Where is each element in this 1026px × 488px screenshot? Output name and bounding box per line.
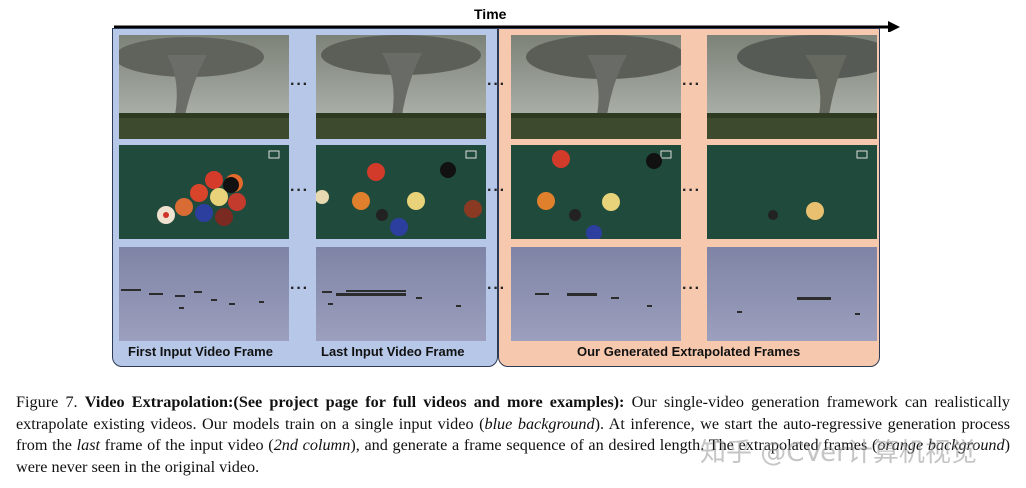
tornado-frame-last [316,35,486,139]
ellipsis: ··· [290,280,309,297]
caption-orange-bg: orange background [877,436,1005,454]
time-arrow-icon [114,21,900,32]
caption-text: ). At inference, we start the auto-regre… [16,414,1010,455]
billiards-frame-generated-2 [707,145,877,249]
generated-frames-label: Our Generated Extrapolated Frames [577,344,801,359]
field-frame-first [119,247,289,351]
ellipsis: ··· [487,182,506,199]
billiards-frame-last [316,145,486,249]
caption-column: 2nd column [273,436,351,454]
ellipsis: ··· [290,76,309,93]
ellipsis: ··· [682,76,701,93]
ellipsis: ··· [487,76,506,93]
ellipsis: ··· [682,280,701,297]
caption-blue-bg: blue background [484,414,595,433]
billiards-frame-generated-1 [511,145,681,249]
ellipsis: ··· [682,182,701,199]
field-frame-last [316,247,486,351]
caption-last: last [76,436,100,454]
first-input-label: First Input Video Frame [128,344,273,359]
figure-caption: Figure 7. Video Extrapolation:(See proje… [16,392,1010,478]
tornado-frame-generated-1 [511,35,681,139]
figure-area: Time [112,6,900,367]
time-label: Time [474,6,507,22]
field-frame-generated-1 [511,247,681,351]
ellipsis: ··· [290,182,309,199]
caption-prefix: Figure 7. [16,393,85,411]
last-input-label: Last Input Video Frame [321,344,465,359]
caption-text: ) were never seen in the original video. [16,436,1010,476]
tornado-frame-first [119,35,289,139]
field-frame-generated-2 [707,247,877,351]
caption-text: ), and generate a frame sequence of an d… [350,436,878,454]
caption-text: frame of the input video ( [100,436,274,454]
caption-bold-title: Video Extrapolation:(See project page fo… [84,393,625,411]
tornado-frame-generated-2 [707,35,877,139]
caption-text: Our single-video generation framework ca… [16,393,1010,433]
billiards-frame-first [119,145,289,249]
ellipsis: ··· [487,280,506,297]
